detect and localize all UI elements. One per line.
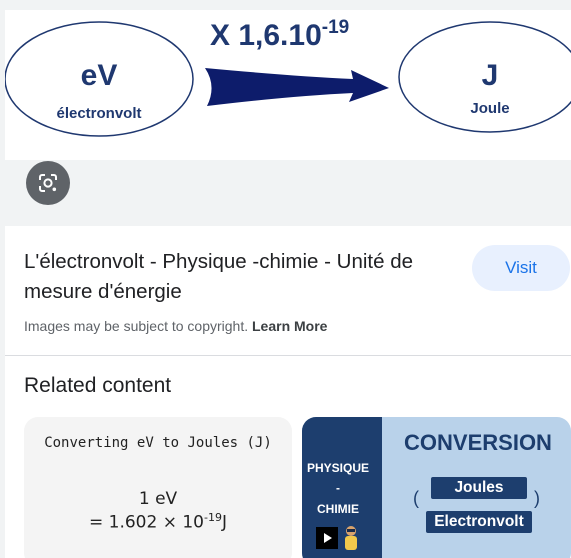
joule-ellipse	[398, 21, 571, 133]
google-lens-button[interactable]	[26, 161, 70, 205]
visit-button[interactable]: Visit	[472, 245, 570, 291]
conversion-title: CONVERSION	[404, 430, 552, 455]
learn-more-link[interactable]: Learn More	[252, 318, 328, 334]
thumbnail-side-panel	[302, 417, 382, 558]
related-thumbnail-ev-joules[interactable]: Converting eV to Joules (J) 1 eV = 1.602…	[24, 417, 292, 558]
side-label-physique: PHYSIQUE	[306, 461, 369, 475]
thumbnail-equation-line1: 1 eV	[138, 489, 178, 509]
conversion-arrow	[205, 68, 389, 106]
play-icon	[324, 533, 332, 543]
ev-symbol: eV	[81, 59, 118, 92]
joules-pill: Joules	[431, 477, 527, 499]
related-content-heading: Related content	[24, 374, 172, 397]
side-label-dash: -	[336, 481, 340, 495]
multiplier-label: X 1,6.10-19	[210, 17, 349, 52]
joule-name: Joule	[470, 100, 509, 117]
preview-image[interactable]: eV électronvolt J Joule X 1,6.10-19	[5, 10, 571, 160]
image-result-card: eV électronvolt J Joule X 1,6.10-19 L'él…	[5, 0, 571, 558]
thumbnail-heading: Converting eV to Joules (J)	[44, 435, 272, 451]
right-arc-icon: )	[534, 488, 540, 508]
electronvolt-pill: Electronvolt	[426, 511, 532, 533]
thumbnail-equation-line2: = 1.602 × 10-19J	[89, 511, 227, 533]
result-info: L'électronvolt - Physique -chimie - Unit…	[5, 226, 571, 356]
ev-name: électronvolt	[56, 105, 141, 122]
side-label-chimie: CHIMIE	[317, 502, 359, 516]
section-divider	[5, 355, 571, 356]
play-button[interactable]	[316, 527, 338, 549]
ev-ellipse	[5, 21, 194, 137]
joule-symbol: J	[482, 59, 499, 92]
related-thumbnail-conversion[interactable]: PHYSIQUE - CHIMIE CONVERSION ( ) Joules …	[302, 417, 571, 558]
copyright-notice: Images may be subject to copyright. Lear…	[24, 318, 327, 334]
result-title[interactable]: L'électronvolt - Physique -chimie - Unit…	[24, 250, 414, 303]
image-preview-area[interactable]: eV électronvolt J Joule X 1,6.10-19	[5, 0, 571, 226]
google-lens-icon	[39, 174, 57, 192]
conversion-diagram: eV électronvolt J Joule X 1,6.10-19	[5, 17, 571, 137]
copyright-text: Images may be subject to copyright.	[24, 318, 249, 334]
scientist-figure-icon	[345, 526, 357, 550]
left-arc-icon: (	[413, 488, 419, 508]
